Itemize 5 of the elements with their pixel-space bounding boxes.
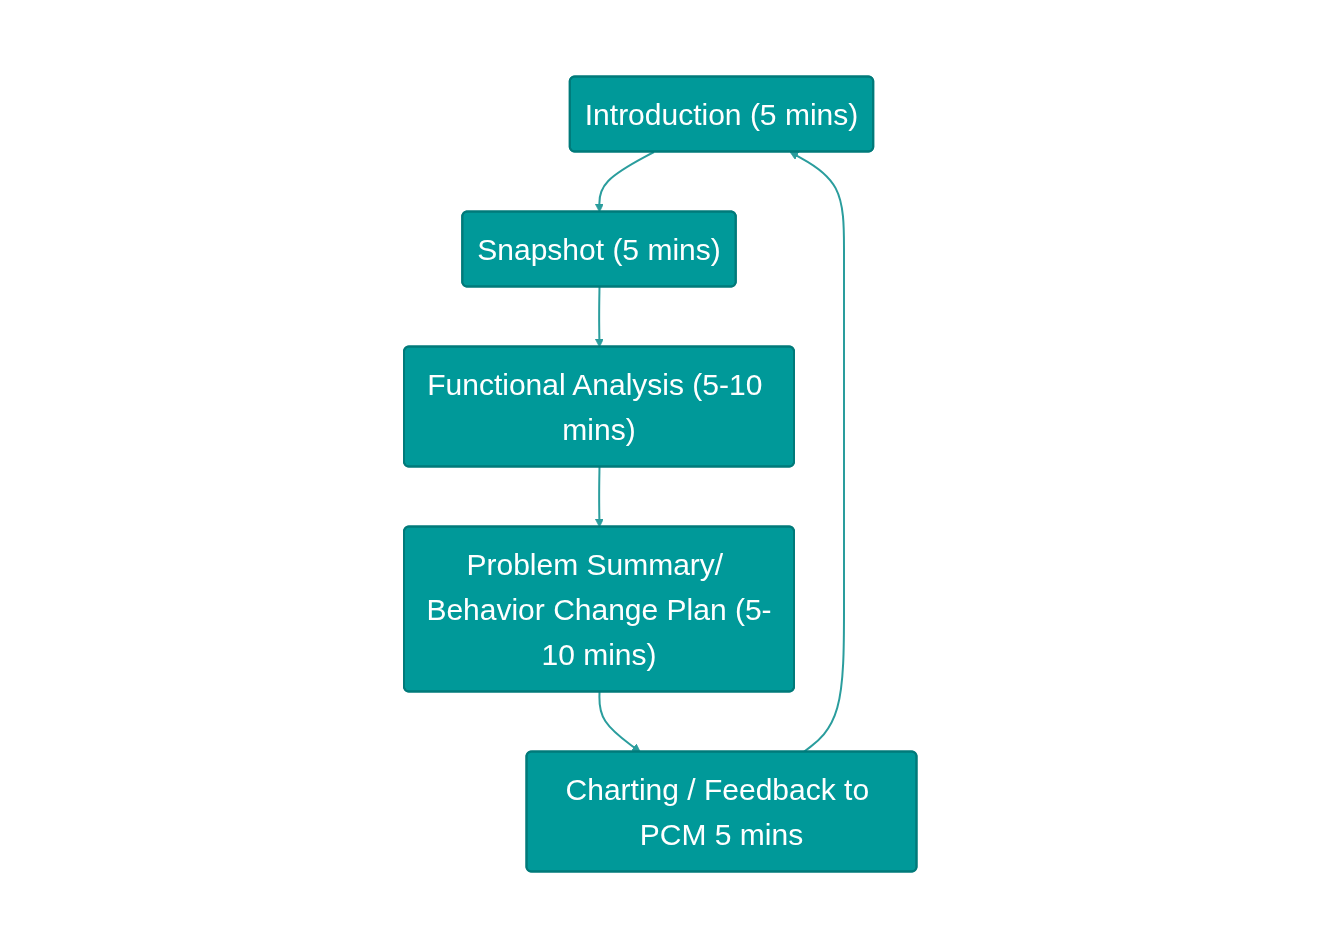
arrow — [595, 466, 604, 528]
arrow — [595, 286, 604, 348]
arrow — [595, 151, 656, 213]
arrow — [789, 151, 846, 753]
arrow — [598, 691, 641, 753]
